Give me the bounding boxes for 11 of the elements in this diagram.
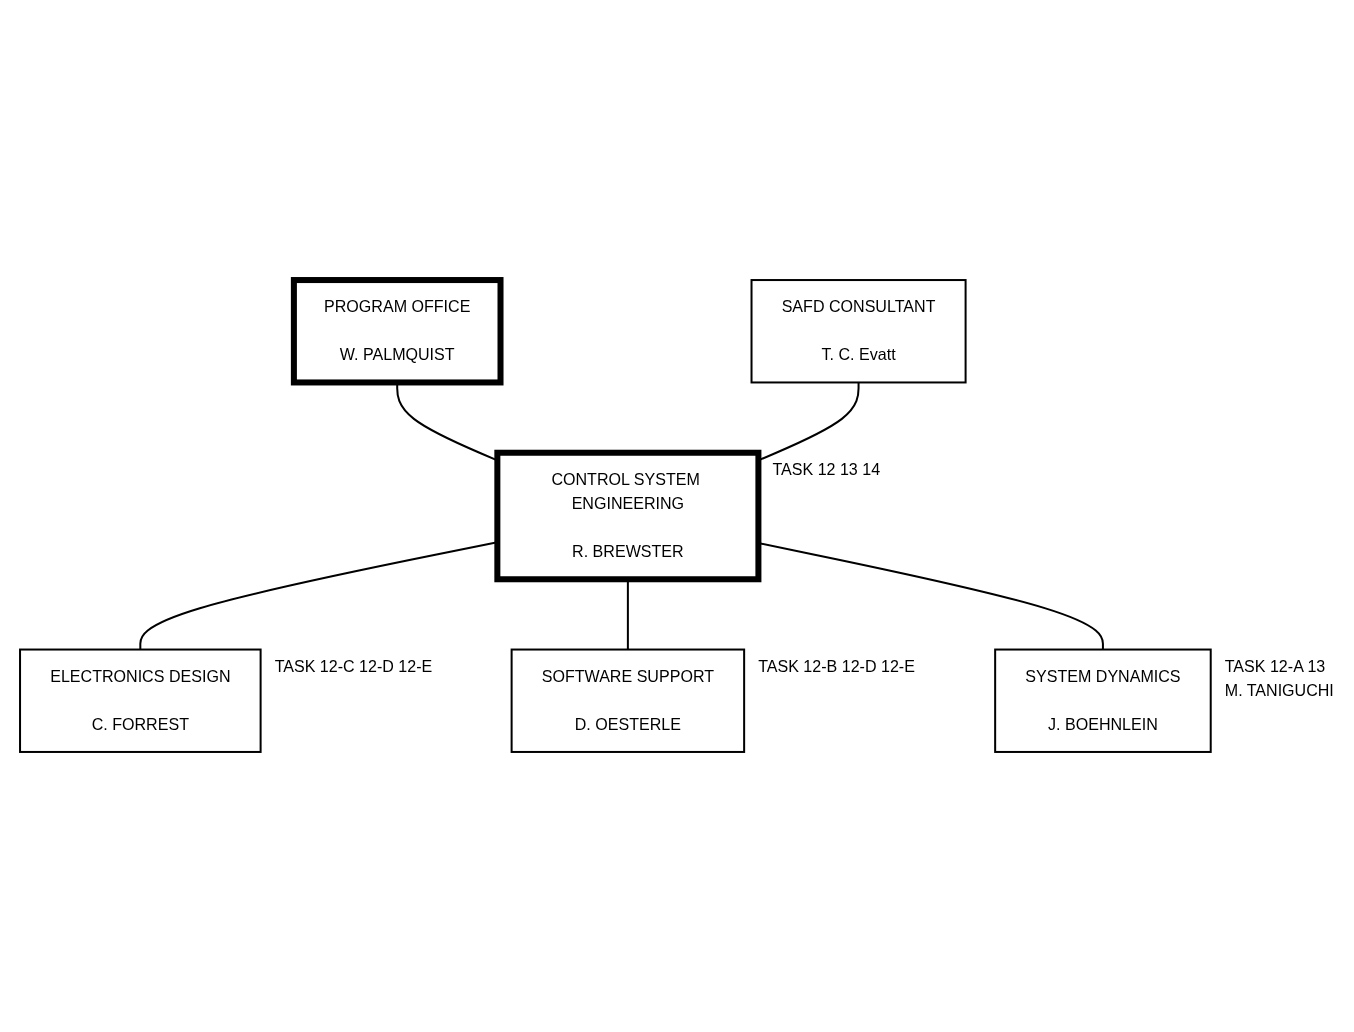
node-box: CONTROL SYSTEM ENGINEERING R. BREWSTER — [494, 449, 762, 583]
node-box: PROGRAM OFFICE W. PALMQUIST — [290, 277, 504, 386]
node-note: M. TANIGUCHI — [1224, 680, 1334, 699]
node-box: SYSTEM DYNAMICS J. BOEHNLEIN — [994, 648, 1212, 753]
node-note: TASK 12-A 13 — [1224, 656, 1326, 675]
node-note: TASK 12-C 12-D 12-E — [274, 656, 433, 675]
node-note: TASK 12-B 12-D 12-E — [758, 656, 915, 675]
node-box: SAFD CONSULTANT T. C. Evatt — [750, 279, 967, 384]
node-box: ELECTRONICS DESIGN C. FORREST — [19, 648, 262, 753]
node-box: SOFTWARE SUPPORT D. OESTERLE — [510, 648, 746, 753]
node-note: TASK 12 13 14 — [772, 459, 881, 478]
